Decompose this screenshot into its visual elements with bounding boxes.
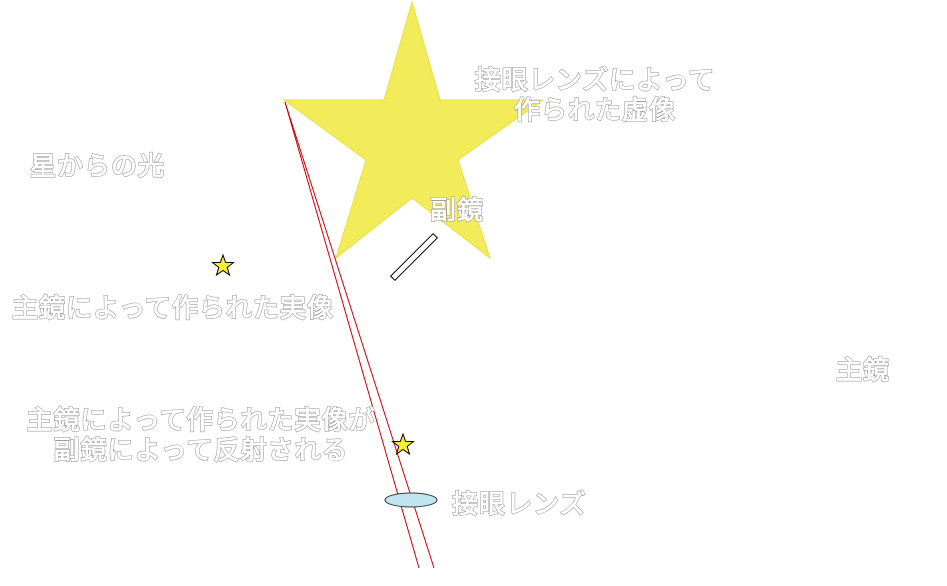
primary-mirror-label: 主鏡 bbox=[835, 356, 891, 387]
reflected-image-label: 主鏡によって作られた実像が 副鏡によって反射される bbox=[6, 406, 396, 467]
virtual-image-label-line1: 接眼レンズによって bbox=[474, 66, 716, 97]
eyepiece-label: 接眼レンズ bbox=[451, 490, 587, 521]
light-ray-inner bbox=[284, 101, 420, 569]
virtual-image-label: 接眼レンズによって 作られた虚像 bbox=[460, 66, 730, 127]
real-image-label: 主鏡によって作られた実像 bbox=[12, 294, 334, 325]
light-ray-outer bbox=[284, 101, 435, 569]
reflected-image-label-line1: 主鏡によって作られた実像が bbox=[26, 406, 376, 437]
virtual-image-label-line2: 作られた虚像 bbox=[513, 96, 676, 127]
eyepiece-lens-shape bbox=[384, 492, 438, 508]
star-light-label: 星からの光 bbox=[29, 152, 166, 183]
virtual-image-star-icon bbox=[282, 0, 545, 260]
reflected-image-label-line2: 副鏡によって反射される bbox=[53, 436, 349, 467]
secondary-mirror-shape bbox=[389, 232, 439, 282]
reflected-image-star-icon bbox=[391, 432, 415, 456]
real-image-star-icon bbox=[211, 253, 235, 277]
secondary-mirror-label: 副鏡 bbox=[429, 196, 485, 227]
